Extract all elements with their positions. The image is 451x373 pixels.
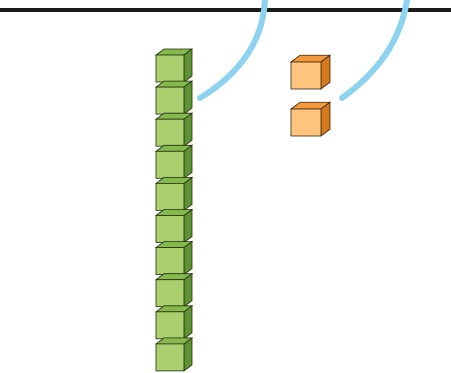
rod-cube-5 [154,176,194,212]
right-blue-arc [339,0,410,101]
left-blue-arc [197,0,268,101]
rod-cube-10-front-face [155,343,185,372]
rod-cube-1-front-face [155,54,185,83]
rod-cube-4-front-face [155,150,185,179]
rod-cube-9-side-face [183,304,193,340]
rod-cube-1-side-face [183,48,193,83]
rod-cube-3-front-face [155,118,185,147]
rod-cube-8-front-face [155,279,185,308]
rod-cube-9 [154,304,194,340]
rod-cube-6 [154,208,194,244]
rod-cube-2-front-face [155,86,185,115]
rod-cube-5-side-face [183,176,193,212]
rod-cube-9-front-face [155,311,185,340]
rod-cube-2 [154,80,194,115]
rod-cube-8-side-face [183,272,193,308]
rod-cube-1 [154,48,194,83]
rod-cube-2-side-face [183,80,193,115]
rod-cube-7 [154,240,194,276]
rod-cube-4 [154,144,194,180]
rod-cube-7-side-face [183,240,193,276]
rod-cube-7-front-face [155,247,185,276]
unit-cubes [289,54,332,137]
rod-cube-3 [154,112,194,147]
ten-rod [154,48,194,372]
rod-cube-6-side-face [183,208,193,244]
rod-cube-4-side-face [183,144,193,180]
unit-cube-2-front-face [290,108,322,137]
rod-cube-10-side-face [183,337,193,372]
rod-cube-6-front-face [155,215,185,243]
unit-cube-1-front-face [290,61,322,90]
unit-cube-2 [289,101,332,137]
rod-cube-8 [154,272,194,308]
rod-cube-5-front-face [155,182,185,211]
unit-cube-1 [289,54,332,90]
rod-cube-10 [154,337,194,372]
rod-cube-3-side-face [183,112,193,147]
